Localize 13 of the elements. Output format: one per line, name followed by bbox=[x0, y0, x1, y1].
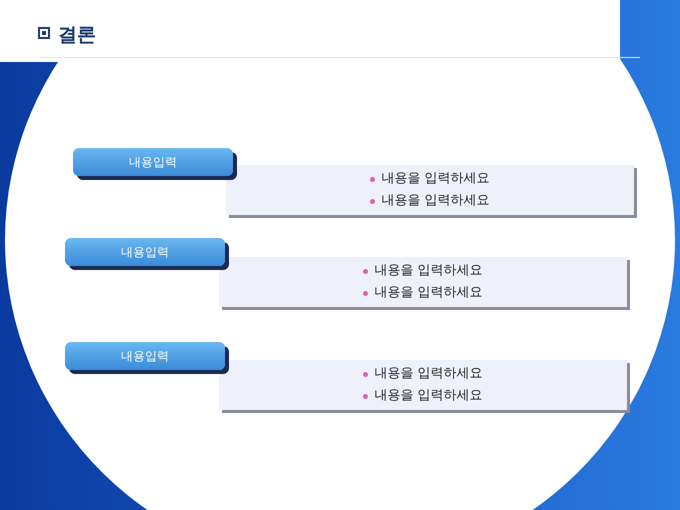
heading-tab: 내용입력 bbox=[65, 238, 225, 266]
content-panel bbox=[219, 257, 627, 307]
bullet-text: 내용을 입력하세요 bbox=[374, 284, 483, 302]
bullet-text: 내용을 입력하세요 bbox=[374, 262, 483, 280]
heading-tab: 내용입력 bbox=[73, 148, 233, 176]
content-panel bbox=[219, 360, 627, 410]
bullet-text: 내용을 입력하세요 bbox=[381, 170, 490, 188]
bullet-text: 내용을 입력하세요 bbox=[381, 192, 490, 210]
heading-tab: 내용입력 bbox=[65, 342, 225, 370]
bullet-text: 내용을 입력하세요 bbox=[374, 387, 483, 405]
content-panel bbox=[226, 165, 634, 215]
bullet-text: 내용을 입력하세요 bbox=[374, 365, 483, 383]
slide-title: 결론 bbox=[58, 23, 96, 48]
